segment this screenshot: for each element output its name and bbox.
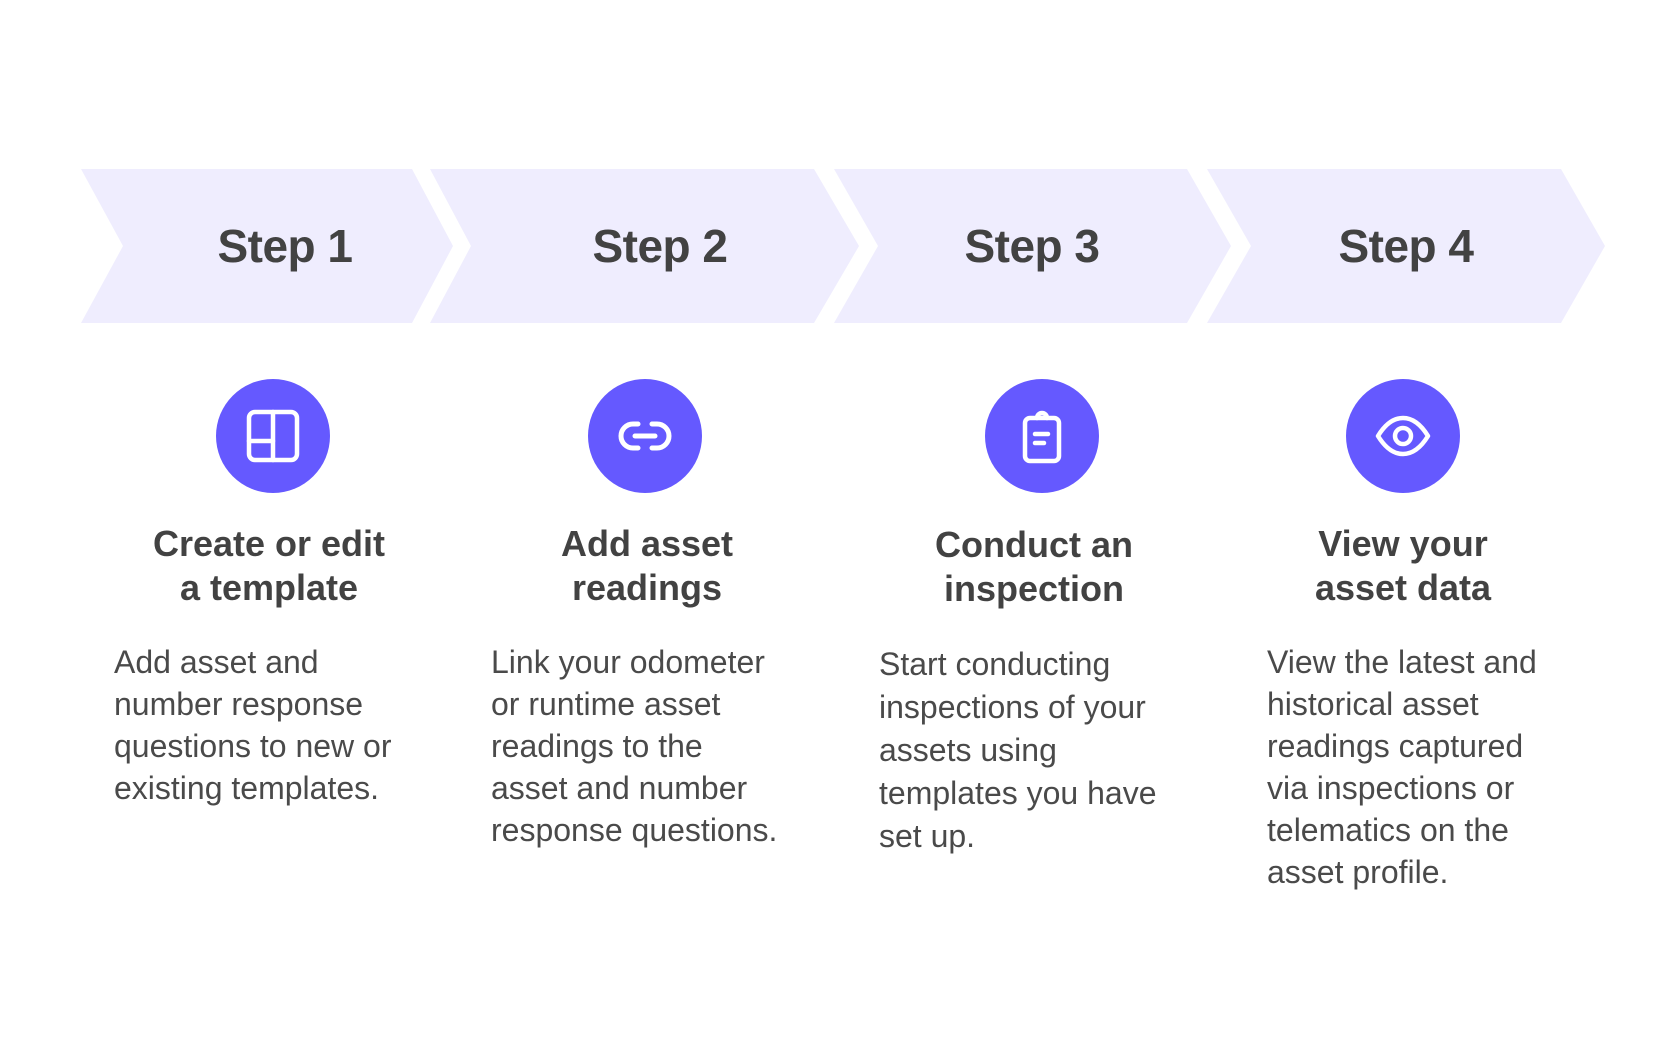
step-2-icon-badge bbox=[588, 379, 702, 493]
link-icon bbox=[618, 421, 672, 451]
step-3-label: Step 3 bbox=[964, 220, 1100, 272]
step-2-title: Add asset readings bbox=[477, 522, 817, 610]
layout-template-icon bbox=[246, 409, 300, 463]
step-3-description: Start conducting inspections of your ass… bbox=[879, 643, 1219, 858]
description-line: historical asset bbox=[1267, 686, 1479, 722]
description-line: set up. bbox=[879, 818, 976, 854]
title-line: a template bbox=[179, 567, 359, 608]
description-line: asset and number bbox=[491, 770, 748, 806]
title-line: Conduct an bbox=[935, 524, 1133, 565]
step-2-description: Link your odometer or runtime asset read… bbox=[491, 641, 831, 851]
description-line: existing templates. bbox=[114, 770, 380, 806]
step-1-description: Add asset and number response questions … bbox=[114, 641, 454, 809]
step-1-icon-badge bbox=[216, 379, 330, 493]
step-2-label: Step 2 bbox=[592, 220, 728, 272]
title-line: Create or edit bbox=[152, 523, 386, 564]
title-line: View your bbox=[1318, 523, 1488, 564]
chevron-step-4 bbox=[1207, 169, 1605, 323]
description-line: templates you have bbox=[879, 775, 1157, 811]
description-line: inspections of your bbox=[879, 689, 1146, 725]
title-line: Add asset bbox=[560, 523, 734, 564]
step-4-icon-badge bbox=[1346, 379, 1460, 493]
description-line: asset profile. bbox=[1267, 854, 1449, 890]
step-1-label: Step 1 bbox=[217, 220, 353, 272]
description-line: View the latest and bbox=[1267, 644, 1537, 680]
step-4-description: View the latest and historical asset rea… bbox=[1267, 641, 1607, 893]
chevron-step-1 bbox=[81, 169, 453, 323]
description-line: readings to the bbox=[491, 728, 703, 764]
step-4-label: Step 4 bbox=[1338, 220, 1474, 272]
chevron-step-3 bbox=[834, 169, 1231, 323]
description-line: Start conducting bbox=[879, 646, 1111, 682]
step-4-title: View your asset data bbox=[1233, 522, 1573, 610]
eye-icon bbox=[1375, 415, 1431, 457]
step-1-title: Create or edit a template bbox=[99, 522, 439, 610]
description-line: questions to new or bbox=[114, 728, 392, 764]
chevron-step-2 bbox=[430, 169, 859, 323]
title-line: inspection bbox=[943, 568, 1125, 609]
title-line: readings bbox=[571, 567, 723, 608]
description-line: Link your odometer bbox=[491, 644, 765, 680]
description-line: via inspections or bbox=[1267, 770, 1515, 806]
description-line: number response bbox=[114, 686, 364, 722]
description-line: assets using bbox=[879, 732, 1057, 768]
clipboard-icon bbox=[1022, 410, 1062, 464]
description-line: readings captured bbox=[1267, 728, 1524, 764]
description-line: Add asset and bbox=[114, 644, 319, 680]
description-line: or runtime asset bbox=[491, 686, 721, 722]
step-3-title: Conduct an inspection bbox=[864, 523, 1204, 611]
description-line: telematics on the bbox=[1267, 812, 1509, 848]
description-line: response questions. bbox=[491, 812, 778, 848]
step-3-icon-badge bbox=[985, 379, 1099, 493]
title-line: asset data bbox=[1314, 567, 1492, 608]
